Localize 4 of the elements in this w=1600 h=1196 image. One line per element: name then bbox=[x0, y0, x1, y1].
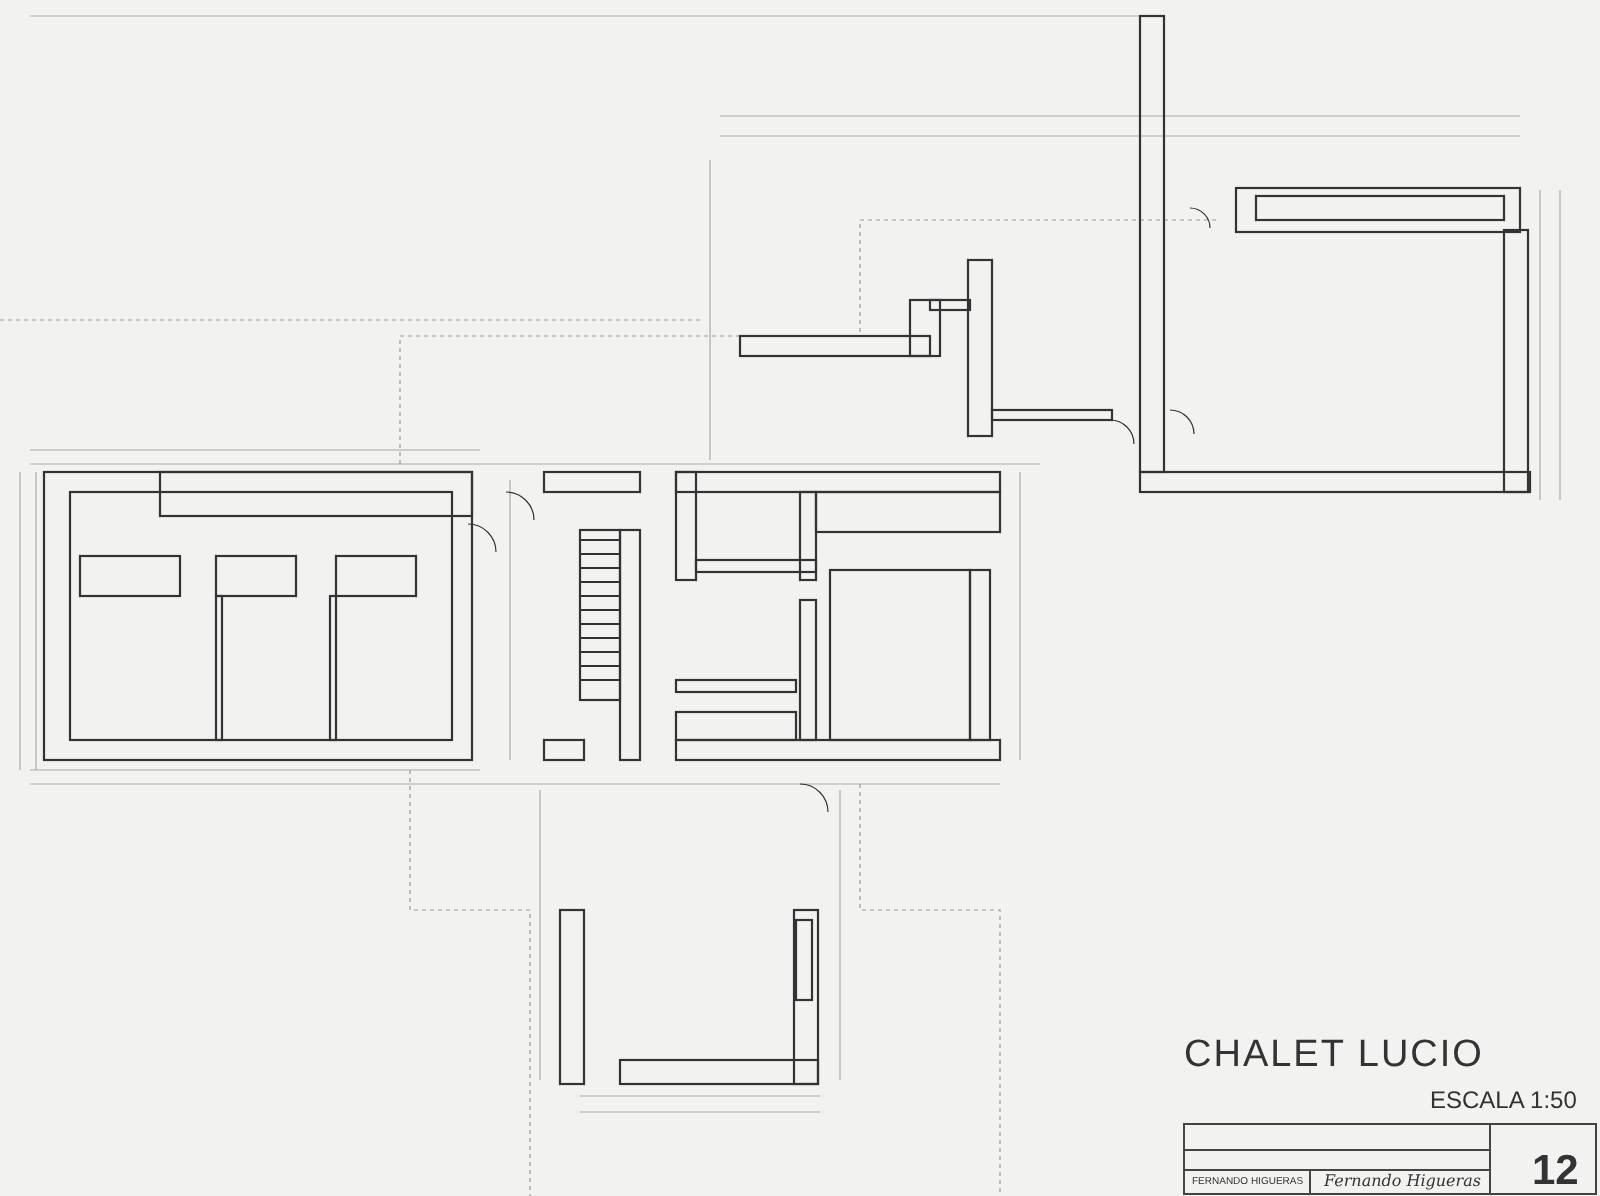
sheet-number: 12 bbox=[1532, 1150, 1579, 1192]
scale-text: ESCALA 1:50 bbox=[1430, 1088, 1577, 1112]
signature: Fernando Higueras bbox=[1324, 1174, 1481, 1190]
drawing-title: CHALET LUCIO bbox=[1184, 1036, 1484, 1074]
